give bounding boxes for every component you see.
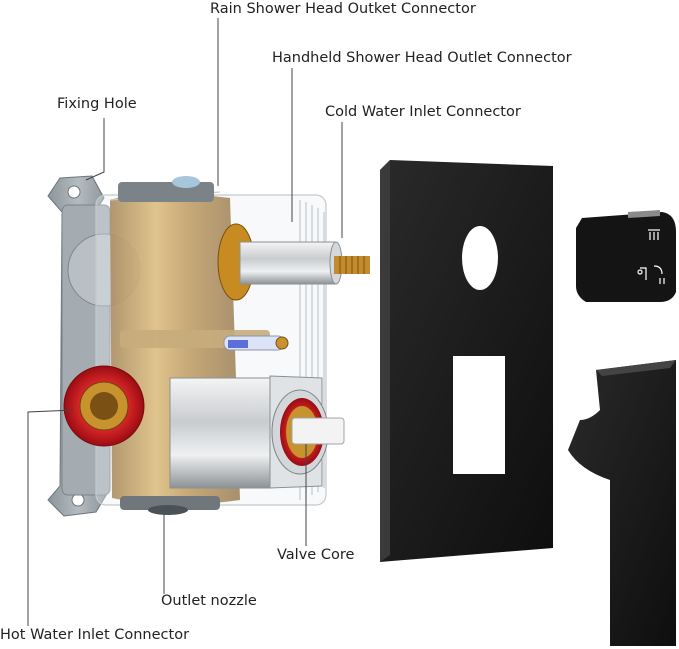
hot-inlet-connector [63,365,145,447]
tub-spout-icon [653,265,665,284]
leader-lines [27,18,343,626]
outlet-nozzle [120,496,220,515]
label-rain-shower-connector: Rain Shower Head Outket Connector [210,1,476,17]
trim-plate [380,160,553,562]
handheld-shower-icon [637,267,647,280]
top-connector [118,176,214,202]
label-valve-core: Valve Core [277,547,355,563]
leader-fixing [85,118,105,181]
valve-core-assembly [169,375,345,489]
lever-handle [568,360,676,646]
label-cold-inlet: Cold Water Inlet Connector [325,104,521,120]
label-fixing-hole: Fixing Hole [57,96,137,112]
label-outlet-nozzle: Outlet nozzle [161,593,257,609]
leader-hot [27,409,75,626]
label-handheld-connector: Handheld Shower Head Outlet Connector [272,50,572,66]
side-pipe [223,335,289,351]
cold-inlet-pipe [217,223,370,301]
diverter-cap [576,210,676,302]
label-hot-inlet: Hot Water Inlet Connector [0,627,190,643]
rain-shower-icon [648,229,660,240]
